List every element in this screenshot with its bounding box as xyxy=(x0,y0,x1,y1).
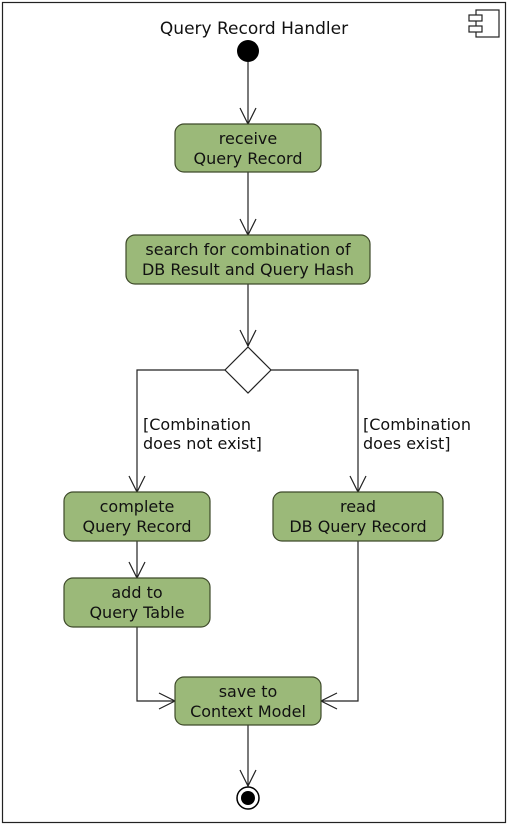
initial-node xyxy=(237,40,259,62)
action-label-line2: Query Record xyxy=(83,517,192,536)
guard-combination-exist: [Combination does exist] xyxy=(363,415,471,453)
edge-decision-complete xyxy=(136,369,225,492)
action-label-line1: search for combination of xyxy=(145,240,351,259)
arrowhead xyxy=(239,769,257,788)
action-label-line2: Query Record xyxy=(194,149,303,168)
action-read-db-query-record: read DB Query Record xyxy=(272,491,444,542)
edge-read-save xyxy=(321,541,359,702)
action-label-line1: add to xyxy=(111,583,162,602)
action-receive-query-record: receive Query Record xyxy=(174,123,322,173)
flow-edges xyxy=(136,62,359,786)
action-label-line2: DB Query Record xyxy=(289,517,426,536)
action-save-to-context-model: save to Context Model xyxy=(174,676,322,726)
action-label-line1: read xyxy=(340,497,376,516)
action-label-line2: DB Result and Query Hash xyxy=(142,260,354,279)
edge-add-save xyxy=(136,627,175,702)
action-label-line1: receive xyxy=(219,129,277,148)
action-label-line2: Query Table xyxy=(89,603,184,622)
guard-label-line2: does exist] xyxy=(363,434,451,453)
action-search-combination: search for combination of DB Result and … xyxy=(125,234,371,285)
arrowhead xyxy=(239,329,257,348)
guard-label-line2: does not exist] xyxy=(143,434,262,453)
decision-node xyxy=(224,346,272,394)
action-complete-query-record: complete Query Record xyxy=(63,491,211,542)
action-label-line2: Context Model xyxy=(190,702,306,721)
action-add-to-query-table: add to Query Table xyxy=(63,577,211,628)
final-node xyxy=(236,786,260,810)
edge-decision-read xyxy=(271,369,359,492)
guard-label-line1: [Combination xyxy=(363,415,471,434)
action-label-line1: complete xyxy=(100,497,175,516)
diagram-title: Query Record Handler xyxy=(160,19,348,39)
action-label-line1: save to xyxy=(219,682,278,701)
uml-component-icon xyxy=(468,9,500,38)
guard-label-line1: [Combination xyxy=(143,415,251,434)
guard-combination-not-exist: [Combination does not exist] xyxy=(143,415,262,453)
